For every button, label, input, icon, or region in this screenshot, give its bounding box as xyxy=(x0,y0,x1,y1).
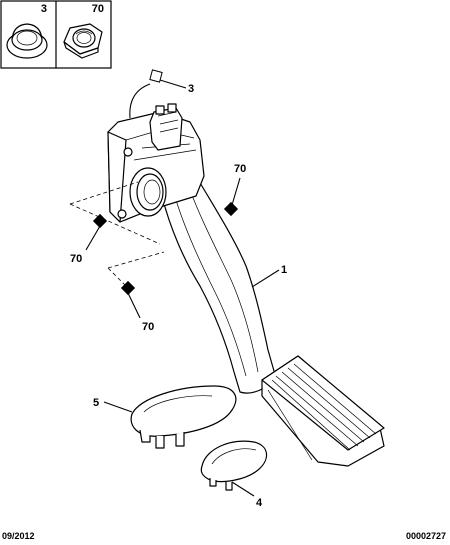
callout-3: 3 xyxy=(129,69,194,119)
legend-box: 3 70 xyxy=(0,0,112,69)
nut-icon xyxy=(63,23,103,59)
accelerator-pedal xyxy=(107,103,385,467)
cover-large: 5 xyxy=(93,385,237,449)
callout-70-right: 70 xyxy=(223,163,246,217)
callout-70-lower: 70 xyxy=(107,251,165,333)
callout-ref-5: 5 xyxy=(93,397,99,409)
callout-ref-4: 4 xyxy=(256,497,263,509)
callout-ref-70-right: 70 xyxy=(234,163,246,175)
cover-small: 4 xyxy=(200,440,268,509)
footer-date: 09/2012 xyxy=(2,531,35,541)
legend-ref-70: 70 xyxy=(92,3,104,15)
legend-ref-3: 3 xyxy=(41,3,47,15)
callout-ref-70-lower: 70 xyxy=(142,321,154,333)
grommet-icon xyxy=(6,23,48,59)
footer-code: 00002727 xyxy=(406,531,446,541)
callout-1: 1 xyxy=(251,264,287,288)
callout-ref-3: 3 xyxy=(188,83,194,95)
callout-ref-1: 1 xyxy=(281,264,287,276)
callout-ref-70-left: 70 xyxy=(70,253,82,265)
